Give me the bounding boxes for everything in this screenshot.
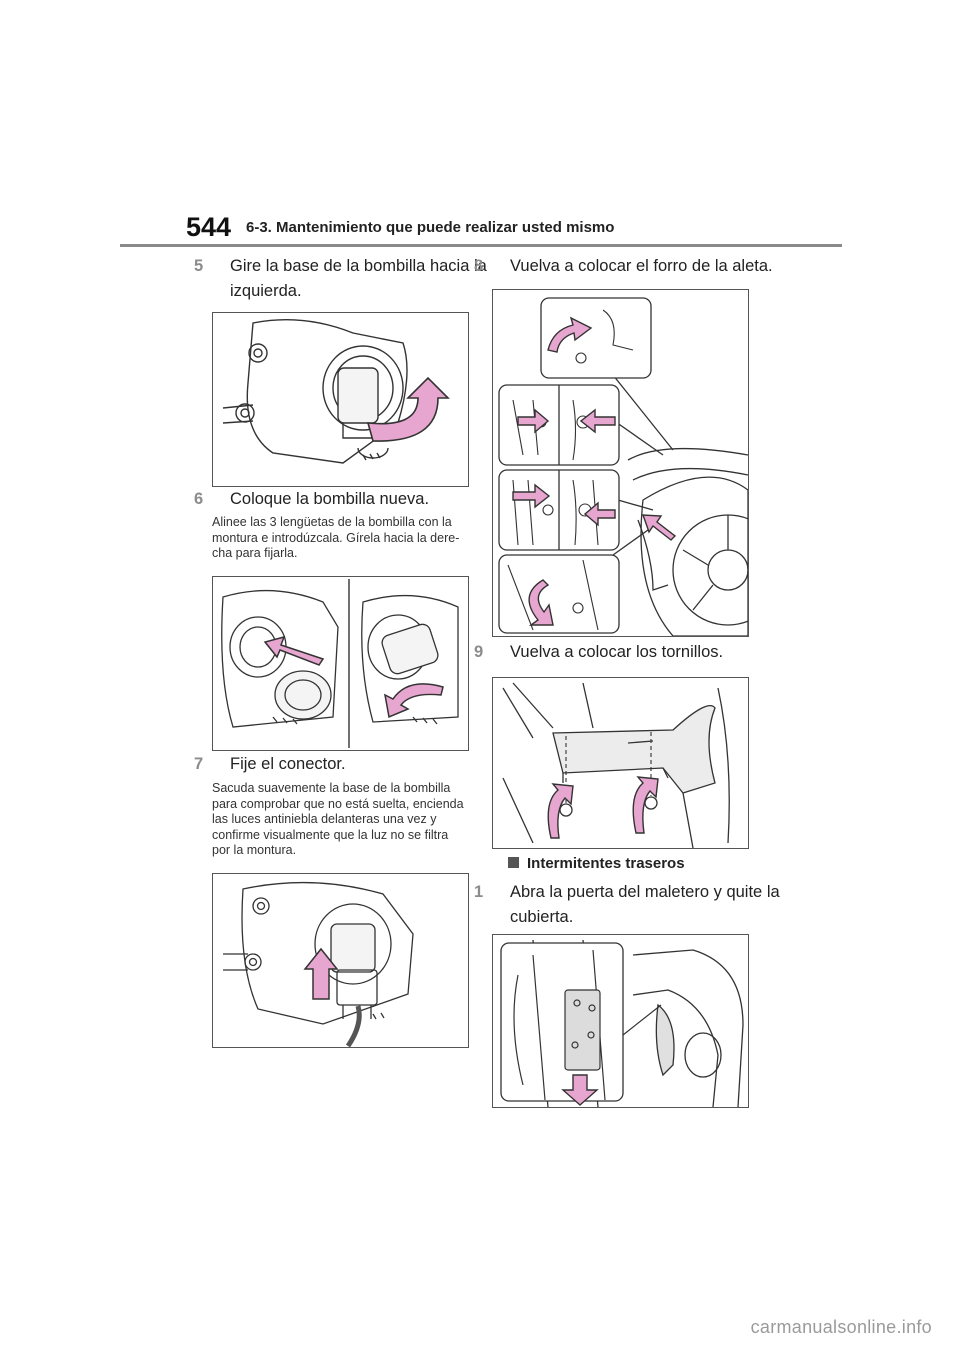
step-1-number: 1 xyxy=(474,883,484,901)
figure-rotate-bulb-base xyxy=(212,312,469,487)
header-divider xyxy=(120,244,842,247)
reattach-arrow-icon-1 xyxy=(547,316,593,353)
figure-fender-liner xyxy=(492,289,749,637)
figure-attach-connector xyxy=(212,873,469,1048)
step-8-text: Vuelva a colocar el forro de la aleta. xyxy=(510,257,773,275)
step-1-text: Abra la puerta del maletero y quite la c… xyxy=(510,883,780,926)
figure-reinstall-screws xyxy=(492,677,749,849)
rotate-right-arrow-icon xyxy=(383,683,444,719)
step-1: 1 Abra la puerta del maletero y quite la … xyxy=(474,880,780,930)
step-8-number: 8 xyxy=(474,257,484,275)
square-bullet-icon xyxy=(508,857,519,868)
rotate-left-arrow-icon xyxy=(366,376,450,442)
step-7-number: 7 xyxy=(194,755,204,773)
headlamp-rotate-illustration xyxy=(222,318,450,464)
pull-down-arrow-icon xyxy=(561,1074,599,1106)
step-6-note: Alinee las 3 lengüetas de la bombilla co… xyxy=(212,515,460,560)
step-9: 9 Vuelva a colocar los tornillos. xyxy=(474,640,780,665)
insert-arrow-icon xyxy=(263,635,325,666)
step-5: 5 Gire la base de la bombilla hacia la iz… xyxy=(194,254,490,304)
step-7-text: Fije el conector. xyxy=(230,755,346,773)
step-6-text: Coloque la bombilla nueva. xyxy=(230,490,430,508)
reattach-arrow-icon-3 xyxy=(579,408,616,434)
connector-illustration xyxy=(223,881,414,1047)
step-5-text: Gire la base de la bombilla hacia la izq… xyxy=(230,257,487,300)
step-9-number: 9 xyxy=(474,643,484,661)
reattach-arrow-icon-2 xyxy=(517,408,550,434)
reattach-arrow-icon-7 xyxy=(641,514,677,541)
step-6: 6 Coloque la bombilla nueva. xyxy=(194,487,490,512)
section-title: 6-3. Mantenimiento que puede realizar us… xyxy=(246,219,615,236)
watermark: carmanualsonline.info xyxy=(750,1317,932,1337)
reattach-arrow-icon-5 xyxy=(583,501,616,527)
reattach-arrow-icon-6 xyxy=(528,579,554,626)
subsection-heading: Intermitentes traseros xyxy=(508,855,685,872)
rear-cover-illustration xyxy=(500,939,744,1107)
push-up-arrow-icon xyxy=(303,947,339,1000)
step-7: 7 Fije el conector. xyxy=(194,752,490,777)
figure-install-new-bulb xyxy=(212,576,469,751)
screw-arrow-icon-2 xyxy=(632,776,659,834)
screws-illustration xyxy=(502,682,730,848)
reattach-arrow-icon-4 xyxy=(512,483,551,509)
page-number: 544 xyxy=(186,212,232,242)
screw-arrow-icon-1 xyxy=(547,783,574,839)
install-bulb-illustration xyxy=(221,579,459,748)
step-9-text: Vuelva a colocar los tornillos. xyxy=(510,643,724,661)
step-6-number: 6 xyxy=(194,490,204,508)
fender-liner-illustration xyxy=(498,297,748,636)
step-5-number: 5 xyxy=(194,257,204,275)
step-8: 8 Vuelva a colocar el forro de la aleta. xyxy=(474,254,780,279)
figure-remove-cover xyxy=(492,934,749,1108)
subsection-heading-text: Intermitentes traseros xyxy=(527,855,685,872)
step-7-note: Sacuda suavemente la base de la bombilla… xyxy=(212,781,464,857)
